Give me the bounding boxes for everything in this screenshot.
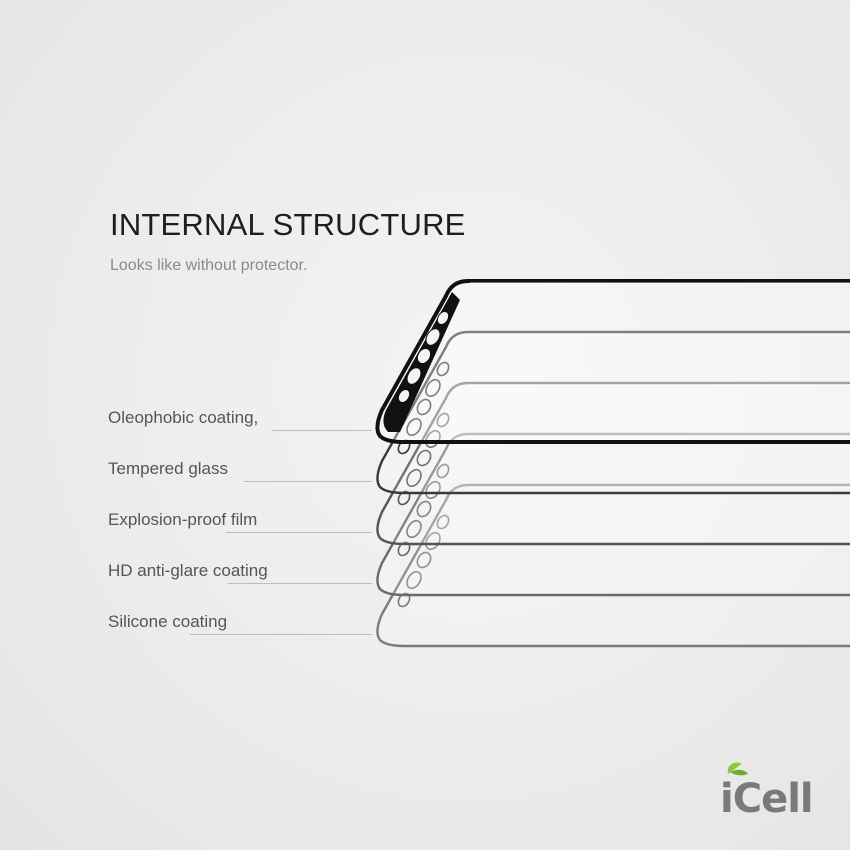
logo-wordmark: iCell	[720, 776, 813, 820]
layer-label-oleophobic: Oleophobic coating,	[108, 408, 259, 427]
layer-label-explosion-proof: Explosion-proof film	[108, 510, 258, 529]
layer-label-tempered-glass: Tempered glass	[108, 459, 229, 478]
leader-line-anti-glare	[228, 583, 372, 584]
pane-oleophobic	[375, 279, 850, 444]
icell-logo: iCell	[720, 762, 814, 820]
leader-line-explosion-proof	[226, 532, 372, 533]
leader-line-oleophobic	[272, 430, 372, 431]
pane-silicone	[376, 483, 850, 648]
pane-explosion-proof	[376, 381, 850, 546]
page-subtitle: Looks like without protector.	[110, 257, 308, 274]
leaf-icon	[727, 762, 742, 774]
page-title: INTERNAL STRUCTURE	[110, 207, 466, 242]
pane-anti-glare	[376, 432, 850, 597]
layer-label-silicone: Silicone coating	[108, 612, 228, 631]
layer-label-anti-glare: HD anti-glare coating	[108, 561, 268, 580]
leader-line-tempered-glass	[244, 481, 372, 482]
leader-line-silicone	[190, 634, 372, 635]
pane-tempered-glass	[376, 330, 850, 495]
